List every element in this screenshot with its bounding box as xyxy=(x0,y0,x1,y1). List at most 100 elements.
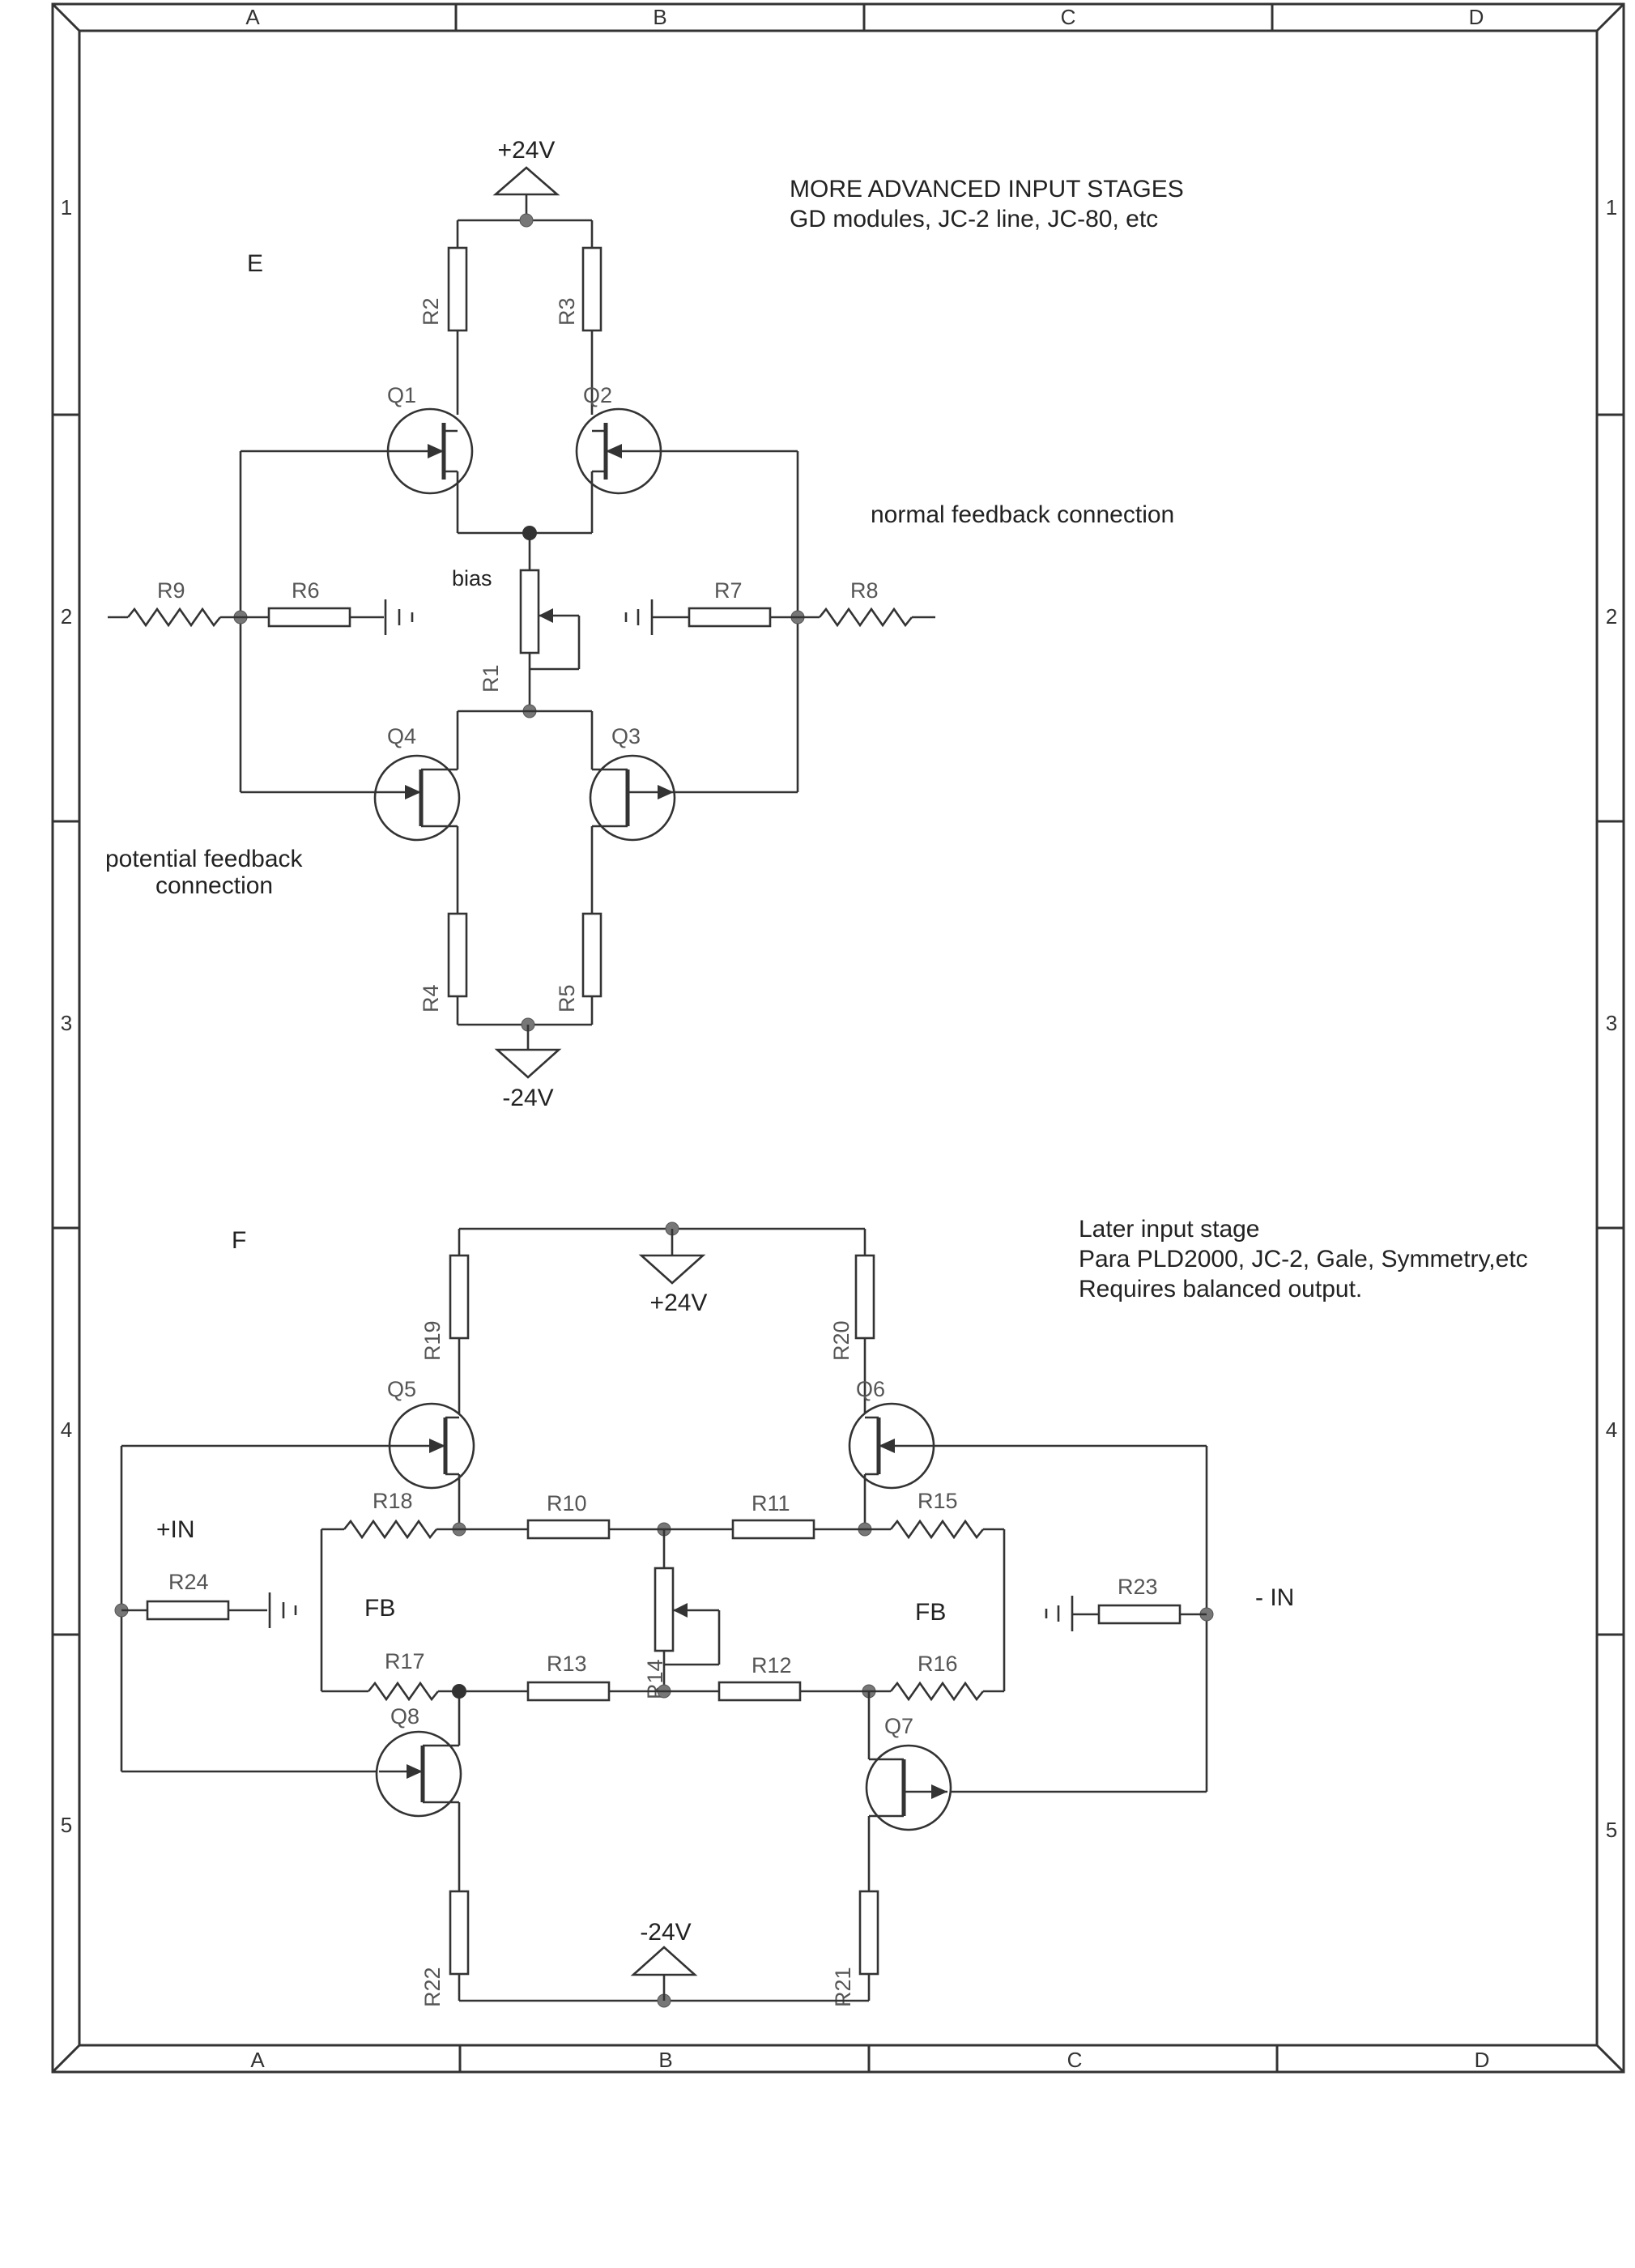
section-f-note-3: Requires balanced output. xyxy=(1079,1276,1362,1302)
transistor-q8-label: Q8 xyxy=(390,1704,419,1729)
resistor-r12-label: R12 xyxy=(752,1653,792,1678)
resistor-r4: R4 xyxy=(419,912,468,1013)
resistor-r17-label: R17 xyxy=(385,1649,425,1673)
resistor-r8: R8 xyxy=(798,578,935,628)
resistor-r5-label: R5 xyxy=(555,984,579,1013)
bias-label: bias xyxy=(452,566,492,590)
zone-col-bottom-b: B xyxy=(658,2048,672,2072)
resistor-r15-label: R15 xyxy=(918,1489,958,1513)
zone-row-left-4: 4 xyxy=(61,1418,72,1442)
supply-pos-e: +24V xyxy=(492,137,560,220)
inner-border xyxy=(78,29,1599,2047)
resistor-r22: R22 xyxy=(420,1890,470,2007)
resistor-r10: R10 xyxy=(459,1491,664,1540)
section-f-letter: F xyxy=(232,1227,246,1254)
resistor-r16: R16 xyxy=(869,1652,1004,1702)
section-e-heading: MORE ADVANCED INPUT STAGES xyxy=(790,176,1184,202)
transistor-q2: Q2 xyxy=(575,383,662,495)
zone-col-top-d: D xyxy=(1469,5,1484,29)
transistor-q5: Q5 xyxy=(387,1377,475,1490)
resistor-r24-label: R24 xyxy=(168,1570,209,1594)
transistor-q5-label: Q5 xyxy=(387,1377,416,1401)
transistor-q2-label: Q2 xyxy=(583,383,612,407)
supply-neg-f-label: -24V xyxy=(640,1919,691,1946)
potentiometer-r1: bias R1 xyxy=(452,566,581,693)
resistor-r9: R9 xyxy=(108,578,241,628)
input-pos-label: +IN xyxy=(156,1516,195,1543)
zone-col-top-c: C xyxy=(1061,5,1076,29)
zone-row-left-3: 3 xyxy=(61,1011,72,1035)
resistor-r8-label: R8 xyxy=(850,578,879,603)
resistor-r13-label: R13 xyxy=(547,1652,587,1676)
transistor-q6-label: Q6 xyxy=(856,1377,885,1401)
zone-col-bottom-c: C xyxy=(1067,2048,1083,2072)
transistor-q7: Q7 xyxy=(865,1714,952,1831)
fb-left-label: FB xyxy=(364,1595,395,1622)
transistor-q4-label: Q4 xyxy=(387,724,416,748)
resistor-r16-label: R16 xyxy=(918,1652,958,1676)
battery-left-f xyxy=(268,1592,297,1628)
battery-left-e xyxy=(384,599,414,635)
resistor-r20: R20 xyxy=(829,1254,875,1361)
battery-right-f xyxy=(1045,1596,1074,1631)
resistor-r3: R3 xyxy=(555,246,602,332)
resistor-r23: R23 xyxy=(1072,1575,1207,1625)
resistor-r2: R2 xyxy=(419,246,468,332)
supply-pos-f-label: +24V xyxy=(650,1290,708,1316)
resistor-r13: R13 xyxy=(459,1652,664,1702)
resistor-r5: R5 xyxy=(555,912,602,1013)
supply-pos-f: +24V xyxy=(638,1229,708,1316)
section-e-note-potential-1: potential feedback xyxy=(105,846,304,872)
supply-neg-f: -24V xyxy=(630,1919,698,2001)
resistor-r4-label: R4 xyxy=(419,984,443,1013)
resistor-r10-label: R10 xyxy=(547,1491,587,1516)
transistor-q1-label: Q1 xyxy=(387,383,416,407)
resistor-r19-label: R19 xyxy=(420,1320,445,1361)
zone-row-right-2: 2 xyxy=(1606,604,1617,629)
resistor-r3-label: R3 xyxy=(555,297,579,326)
resistor-r18: R18 xyxy=(321,1489,459,1540)
resistor-r2-label: R2 xyxy=(419,297,443,326)
transistor-q3: Q3 xyxy=(589,724,676,842)
resistor-r24: R24 xyxy=(121,1570,267,1621)
drawing-frame: A B C D A B C D 1 2 3 4 5 1 2 3 4 5 xyxy=(51,2,1625,2074)
fb-right-label: FB xyxy=(915,1599,946,1626)
zone-row-left-2: 2 xyxy=(61,604,72,629)
resistor-r9-label: R9 xyxy=(157,578,185,603)
input-neg-label: - IN xyxy=(1255,1584,1294,1611)
potentiometer-r1-label: R1 xyxy=(479,664,503,693)
outer-border xyxy=(51,2,1625,2074)
section-e-circuit: E MORE ADVANCED INPUT STAGES GD modules,… xyxy=(105,137,1184,1111)
resistor-r15: R15 xyxy=(865,1489,1004,1540)
transistor-q1: Q1 xyxy=(386,383,474,495)
transistor-q6: Q6 xyxy=(848,1377,935,1490)
resistor-r11: R11 xyxy=(664,1491,865,1540)
zone-row-right-1: 1 xyxy=(1606,195,1617,220)
resistor-r6: R6 xyxy=(241,578,384,628)
resistor-r22-label: R22 xyxy=(420,1967,445,2007)
resistor-r7-label: R7 xyxy=(714,578,743,603)
resistor-r18-label: R18 xyxy=(373,1489,413,1513)
resistor-r12: R12 xyxy=(664,1653,869,1702)
resistor-r21: R21 xyxy=(831,1890,879,2007)
section-f-note-1: Later input stage xyxy=(1079,1216,1260,1243)
zone-col-top-a: A xyxy=(245,5,260,29)
battery-right-e xyxy=(624,599,654,635)
section-e-note-potential-2: connection xyxy=(155,872,273,899)
supply-pos-e-label: +24V xyxy=(498,137,556,164)
zone-row-right-5: 5 xyxy=(1606,1818,1617,1842)
zone-row-left-5: 5 xyxy=(61,1813,72,1837)
zone-col-bottom-a: A xyxy=(250,2048,265,2072)
zone-row-left-1: 1 xyxy=(61,195,72,220)
zone-row-right-3: 3 xyxy=(1606,1011,1617,1035)
supply-neg-e: -24V xyxy=(494,1025,562,1111)
resistor-r17: R17 xyxy=(321,1649,459,1702)
zone-row-right-4: 4 xyxy=(1606,1418,1617,1442)
resistor-r19: R19 xyxy=(420,1254,470,1361)
transistor-q8: Q8 xyxy=(375,1704,462,1818)
section-f-note-2: Para PLD2000, JC-2, Gale, Symmetry,etc xyxy=(1079,1246,1528,1273)
zone-col-bottom-d: D xyxy=(1475,2048,1490,2072)
potentiometer-r14: R14 xyxy=(643,1529,721,1699)
resistor-r6-label: R6 xyxy=(292,578,320,603)
